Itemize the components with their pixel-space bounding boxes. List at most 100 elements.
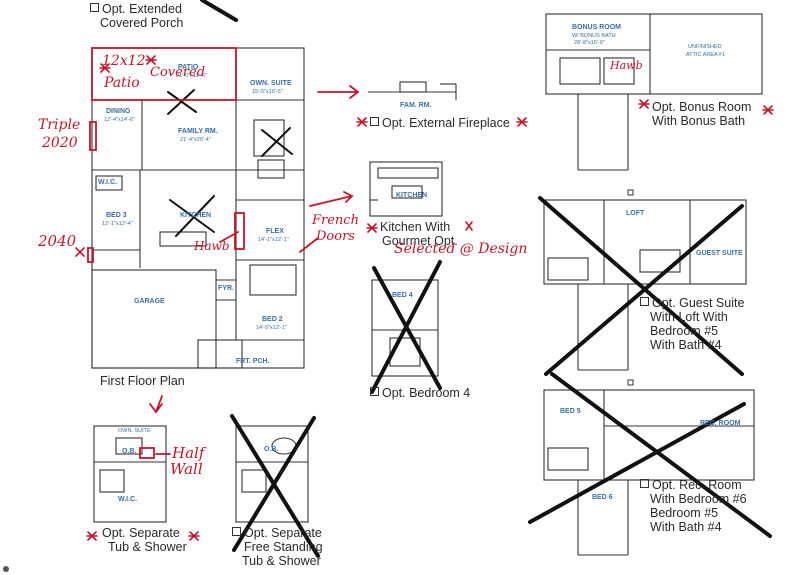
caption-guest-4: With Bath #4 — [650, 338, 722, 352]
room-guest-suite: GUEST SUITE — [696, 250, 743, 257]
caption-guest-2: With Loft With — [650, 310, 728, 324]
note-half-2: Wall — [170, 460, 203, 478]
caption-freestanding-2: Free Standing — [244, 540, 323, 554]
cross-out-guest-b — [544, 204, 744, 376]
caption-bonus-1: Opt. Bonus Room — [652, 100, 752, 114]
cross-out-tub-b — [232, 416, 316, 552]
window-mark — [87, 247, 94, 263]
room-dining: DINING — [106, 108, 131, 115]
room-rec: REC. ROOM — [700, 420, 741, 427]
room-kitchen: KITCHEN — [180, 212, 212, 219]
room-own-suite: OWN. SUITE — [250, 80, 292, 87]
checkbox-icon — [90, 3, 99, 12]
room-own-suite-small: OWN. SUITE — [118, 428, 151, 434]
caption-bonus-2: With Bonus Bath — [652, 114, 746, 128]
note-covered: Covered — [150, 65, 206, 80]
caption-rec-4: With Bath #4 — [650, 520, 722, 534]
triple-window-mark — [89, 121, 97, 151]
note-triple-1: Triple — [38, 117, 81, 133]
note-size: 12x12 — [102, 53, 146, 69]
caption-rec-1: Opt. Rec. Room — [640, 478, 742, 492]
room-flex-dim: 14'-1"x12'-1" — [258, 237, 289, 243]
room-bed4: BED 4 — [392, 292, 413, 299]
room-dining-dim: 12'-4"x14'-6" — [104, 117, 135, 123]
caption-rec-3: Bedroom #5 — [650, 506, 719, 520]
asterisk-6 — [465, 221, 473, 231]
room-fam-rm: FAM. RM. — [400, 102, 432, 109]
caption-freestanding-1: Opt. Separate — [232, 526, 322, 540]
room-bonus-sub: W/ BONUS BATH — [572, 33, 616, 39]
caption-guest-1: Opt. Guest Suite — [640, 296, 744, 310]
stair-marker-2 — [627, 379, 634, 386]
room-wic-1: W.I.C. — [118, 496, 138, 503]
cross-out-guest-a — [538, 196, 744, 376]
room-fyr: FYR. — [218, 285, 234, 292]
arrow-floor-plan — [149, 395, 163, 414]
kitchen-option-plan — [369, 161, 443, 217]
room-loft: LOFT — [626, 210, 645, 217]
arrow-flex — [299, 237, 319, 253]
room-family-dim: 21'-4"x20'-4" — [180, 137, 211, 143]
room-flex: FLEX — [266, 228, 284, 235]
checkbox-icon — [370, 117, 379, 126]
fireplace-plan — [368, 81, 457, 100]
caption-porch-1: Opt. Extended — [90, 2, 182, 16]
room-bed2-dim: 14'-5"x12'-1" — [256, 325, 287, 331]
room-kitchen-opt: KITCHEN — [396, 192, 428, 199]
room-ob-1: O.B. — [122, 448, 137, 455]
cross-out-rec-a — [550, 372, 772, 538]
caption-kitchen-1: Kitchen With — [380, 220, 451, 234]
cross-out-porch — [200, 0, 238, 22]
half-wall-mark — [139, 447, 155, 459]
separate-tub-plan — [93, 425, 167, 523]
note-triple-2: 2020 — [42, 135, 78, 151]
checkbox-icon — [232, 527, 241, 536]
caption-tub-1: Opt. Separate — [102, 526, 180, 540]
french-door-mark — [234, 212, 245, 250]
room-bed3-dim: 12'-1"x12'-4" — [102, 221, 133, 227]
leader-hawb — [219, 231, 239, 243]
asterisk-1 — [99, 63, 111, 73]
bonus-room-plan — [545, 13, 763, 171]
room-bonus-dim: 28'-8"x15'-0" — [574, 40, 605, 46]
room-bonus: BONUS ROOM — [572, 24, 621, 31]
caption-bedroom4: Opt. Bedroom 4 — [370, 386, 470, 400]
asterisk-5 — [366, 223, 378, 233]
rec-room-plan — [543, 389, 755, 556]
caption-fireplace: Opt. External Fireplace — [370, 116, 510, 130]
caption-porch-2: Covered Porch — [100, 16, 184, 30]
watermark-logo — [3, 566, 9, 572]
asterisk-8 — [762, 105, 774, 115]
cross-out-suite-bath — [261, 127, 293, 157]
asterisk-7 — [638, 99, 650, 109]
cross-out-kitchen — [169, 195, 215, 237]
asterisk-11 — [188, 531, 200, 541]
caption-guest-3: Bedroom #5 — [650, 324, 719, 338]
note-patio: Patio — [104, 75, 140, 91]
room-bed3: BED 3 — [106, 212, 127, 219]
room-wic: W.I.C. — [98, 179, 118, 186]
room-bed2: BED 2 — [262, 316, 283, 323]
asterisk-3 — [356, 117, 368, 127]
checkbox-icon — [370, 387, 379, 396]
checkbox-icon — [640, 297, 649, 306]
room-patio: PATIO — [178, 64, 199, 71]
arrow-fireplace — [317, 85, 360, 99]
room-ob-2: O.B. — [264, 446, 279, 453]
asterisk-2 — [145, 55, 157, 65]
caption-kitchen-2: Gourmet Opt. — [382, 234, 458, 248]
caption-first-floor: First Floor Plan — [100, 374, 185, 388]
room-family: FAMILY RM. — [178, 128, 218, 135]
asterisk-4 — [516, 117, 528, 127]
note-hawb-2: Hawb — [610, 59, 643, 72]
room-attic: ATTIC AREA #1 — [686, 52, 726, 58]
note-window: 2040 — [38, 232, 77, 250]
cross-out-rec-b — [528, 402, 746, 524]
room-patio-dim: 21'-0"x12'-6" — [176, 73, 207, 79]
caption-freestanding-3: Tub & Shower — [242, 554, 321, 568]
note-half-1: Half — [172, 444, 205, 462]
cross-out-patio — [167, 89, 197, 115]
room-bed5: BED 5 — [560, 408, 581, 415]
caption-tub-2: Tub & Shower — [108, 540, 187, 554]
arrow-kitchen — [309, 191, 354, 207]
